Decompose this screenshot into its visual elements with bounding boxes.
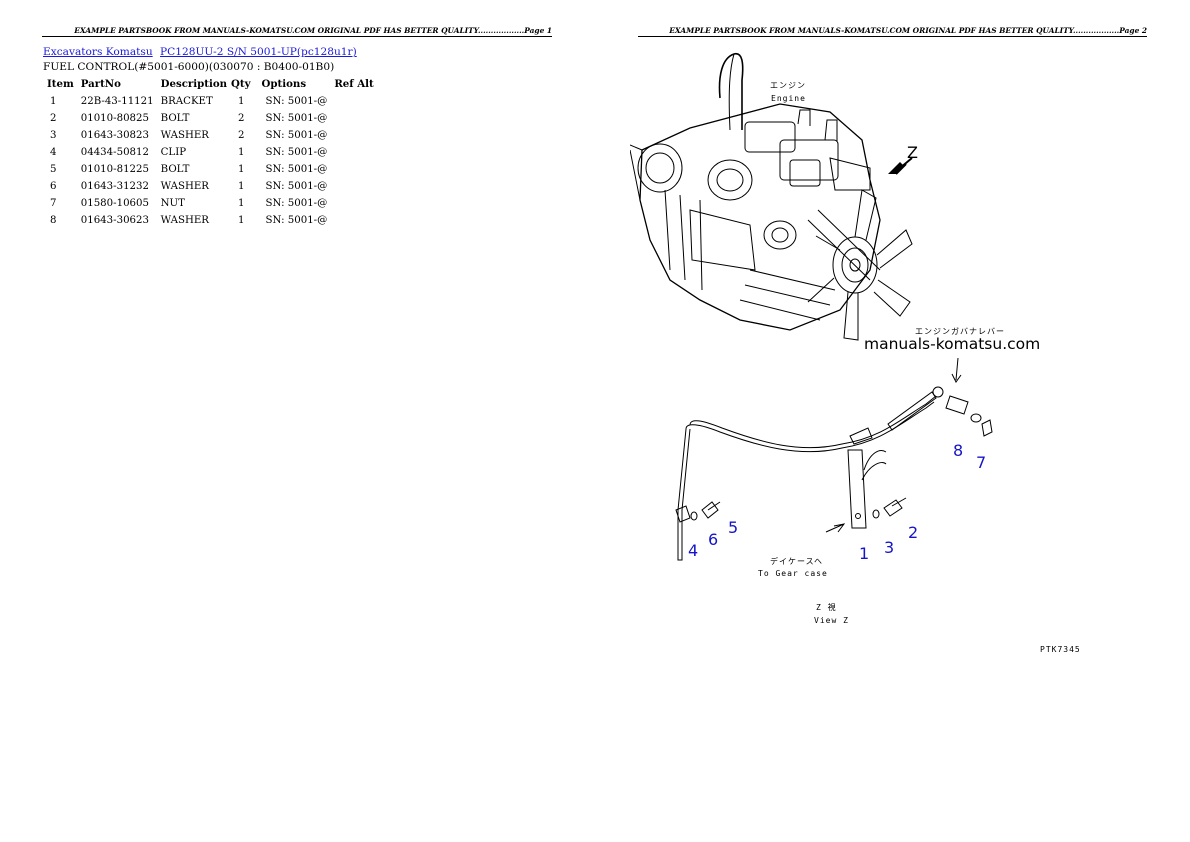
callout-6: 6 <box>708 530 718 549</box>
parts-table: Item PartNo Description Qty Options Ref … <box>43 76 377 229</box>
callout-4: 4 <box>688 541 698 560</box>
cell-partno: 01010-81225 <box>80 164 149 175</box>
cell-options: SN: 5001-@ <box>265 198 328 209</box>
cell-item: 3 <box>50 130 57 141</box>
callout-7: 7 <box>976 453 986 472</box>
cell-description: WASHER <box>160 215 209 226</box>
cell-qty: 1 <box>238 96 245 107</box>
cell-item: 8 <box>50 215 57 226</box>
cell-item: 6 <box>50 181 57 192</box>
cell-description: CLIP <box>160 147 187 158</box>
cell-options: SN: 5001-@ <box>265 215 328 226</box>
callout-2: 2 <box>908 523 918 542</box>
cell-item: 2 <box>50 113 57 124</box>
cell-partno: 01010-80825 <box>80 113 149 124</box>
col-header-ref-alt: Ref Alt <box>334 78 374 90</box>
table-row: 8 01643-30623 WASHER 1 SN: 5001-@ <box>43 212 377 229</box>
cell-partno: 04434-50812 <box>80 147 149 158</box>
cell-item: 4 <box>50 147 57 158</box>
page-2-header: EXAMPLE PARTSBOOK FROM MANUALS-KOMATSU.C… <box>638 26 1147 37</box>
engine-label-en: Engine <box>771 94 806 103</box>
cell-ref-alt <box>330 93 376 110</box>
cell-qty: 1 <box>238 198 245 209</box>
table-row: 4 04434-50812 CLIP 1 SN: 5001-@ <box>43 144 377 161</box>
cell-qty: 2 <box>238 113 245 124</box>
cell-partno: 01643-30623 <box>80 215 149 226</box>
cell-options: SN: 5001-@ <box>265 130 328 141</box>
watermark-text: manuals-komatsu.com <box>864 335 1040 353</box>
breadcrumb: Excavators Komatsu PC128UU-2 S/N 5001-UP… <box>43 46 361 58</box>
cell-qty: 1 <box>238 147 245 158</box>
section-title: FUEL CONTROL(#5001-6000)(030070 : B0400-… <box>43 61 335 73</box>
table-row: 6 01643-31232 WASHER 1 SN: 5001-@ <box>43 178 377 195</box>
cell-ref-alt <box>330 178 376 195</box>
page-1-header: EXAMPLE PARTSBOOK FROM MANUALS-KOMATSU.C… <box>42 26 552 37</box>
cell-description: BRACKET <box>160 96 213 107</box>
engine-label-jp: エンジン <box>770 81 806 90</box>
cell-ref-alt <box>330 127 376 144</box>
cell-item: 1 <box>50 96 57 107</box>
cell-partno: 22B-43-11121 <box>80 96 154 107</box>
col-header-options: Options <box>261 78 307 90</box>
cell-partno: 01643-31232 <box>80 181 149 192</box>
cell-description: WASHER <box>160 181 209 192</box>
figure-code: PTK7345 <box>1040 645 1081 654</box>
cell-partno: 01580-10605 <box>80 198 149 209</box>
cell-ref-alt <box>330 110 376 127</box>
view-z-caption-en: View Z <box>814 616 849 625</box>
cell-partno: 01643-30823 <box>80 130 149 141</box>
cell-options: SN: 5001-@ <box>265 164 328 175</box>
cell-ref-alt <box>330 212 376 229</box>
callout-5: 5 <box>728 518 738 537</box>
view-z-caption-jp: Z 視 <box>816 603 837 612</box>
cell-item: 7 <box>50 198 57 209</box>
exploded-parts-diagram: エンジン Engine Z エンジンガバナレバー manuals-komatsu… <box>630 53 1081 654</box>
cell-qty: 1 <box>238 181 245 192</box>
cell-description: BOLT <box>160 113 190 124</box>
col-header-item: Item <box>47 78 74 90</box>
engine-drawing <box>630 53 913 341</box>
table-row: 7 01580-10605 NUT 1 SN: 5001-@ <box>43 195 377 212</box>
table-row: 2 01010-80825 BOLT 2 SN: 5001-@ <box>43 110 377 127</box>
cell-options: SN: 5001-@ <box>265 113 328 124</box>
col-header-partno: PartNo <box>80 78 121 90</box>
cell-ref-alt <box>330 161 376 178</box>
cell-options: SN: 5001-@ <box>265 147 328 158</box>
cell-description: WASHER <box>160 130 209 141</box>
breadcrumb-link-model[interactable]: PC128UU-2 S/N 5001-UP(pc128u1r) <box>160 46 357 58</box>
cell-qty: 1 <box>238 215 245 226</box>
table-row: 3 01643-30823 WASHER 2 SN: 5001-@ <box>43 127 377 144</box>
col-header-qty: Qty <box>231 78 251 90</box>
callout-1: 1 <box>859 544 869 563</box>
cell-options: SN: 5001-@ <box>265 181 328 192</box>
view-z-marker: Z <box>907 143 918 162</box>
cell-ref-alt <box>330 195 376 212</box>
gear-case-label-en: To Gear case <box>758 569 828 578</box>
cell-qty: 1 <box>238 164 245 175</box>
parts-table-header-row: Item PartNo Description Qty Options Ref … <box>43 76 377 93</box>
governor-lever-label-jp: エンジンガバナレバー <box>915 326 1005 336</box>
cell-ref-alt <box>330 144 376 161</box>
cell-description: NUT <box>160 198 185 209</box>
view-z-arrow-icon <box>888 157 913 175</box>
cell-options: SN: 5001-@ <box>265 96 328 107</box>
cell-item: 5 <box>50 164 57 175</box>
callout-8: 8 <box>953 441 963 460</box>
table-row: 5 01010-81225 BOLT 1 SN: 5001-@ <box>43 161 377 178</box>
cell-description: BOLT <box>160 164 190 175</box>
col-header-description: Description <box>160 78 228 90</box>
breadcrumb-link-excavators[interactable]: Excavators Komatsu <box>43 46 153 58</box>
callout-labels: 1 2 3 4 5 6 7 8 <box>688 441 986 563</box>
callout-3: 3 <box>884 538 894 557</box>
gear-case-label-jp: デイケースヘ <box>770 556 823 566</box>
cell-qty: 2 <box>238 130 245 141</box>
cable-assembly-drawing <box>675 357 993 561</box>
table-row: 1 22B-43-11121 BRACKET 1 SN: 5001-@ <box>43 93 377 110</box>
